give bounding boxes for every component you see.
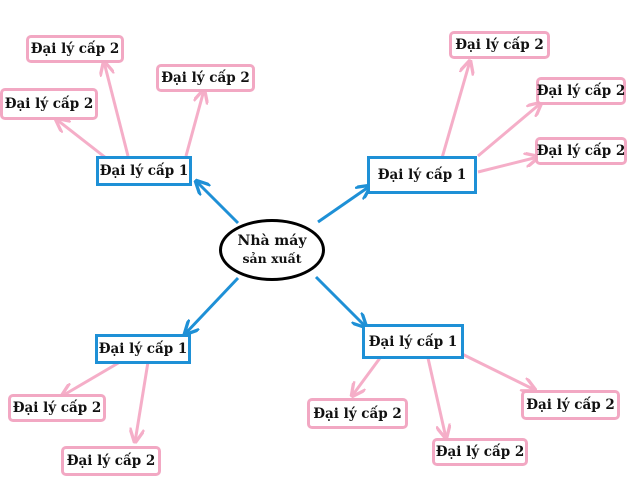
- arrow-br-to-br-2: [426, 357, 446, 438]
- arrow-bl-to-bl-1: [62, 360, 121, 396]
- arrow-tr-to-tr-1: [440, 61, 470, 159]
- factory-label-line1: Nhà máy: [237, 233, 307, 250]
- level1-agent-top-right: Đại lý cấp 1: [367, 156, 477, 194]
- level2-agent-br-2: Đại lý cấp 2: [432, 438, 528, 466]
- level2-agent-tl-1: Đại lý cấp 2: [26, 35, 124, 63]
- level1-agent-bottom-left: Đại lý cấp 1: [95, 334, 191, 364]
- level2-agent-bl-2: Đại lý cấp 2: [61, 446, 161, 476]
- level2-agent-tr-3: Đại lý cấp 2: [535, 137, 627, 165]
- level1-agent-top-left: Đại lý cấp 1: [96, 156, 192, 186]
- level2-agent-tr-1: Đại lý cấp 2: [449, 31, 550, 59]
- arrow-bl-to-bl-2: [135, 361, 150, 442]
- factory-label-line2: sản xuất: [242, 251, 302, 266]
- arrow-tl-to-tl-1: [104, 62, 130, 157]
- arrow-center-to-l1-bl: [185, 276, 240, 334]
- arrow-tr-to-tr-3: [477, 157, 538, 174]
- level2-agent-bl-1: Đại lý cấp 2: [8, 394, 106, 422]
- arrow-center-to-l1-tl: [196, 181, 240, 225]
- arrow-center-to-l1-br: [314, 275, 366, 327]
- arrow-center-to-l1-tr: [317, 186, 370, 224]
- factory-node: Nhà máy sản xuất: [219, 219, 325, 281]
- level1-agent-bottom-right: Đại lý cấp 1: [362, 324, 464, 359]
- arrow-br-to-br-1: [352, 357, 382, 396]
- level2-agent-br-1: Đại lý cấp 2: [307, 398, 408, 429]
- level2-agent-tr-2: Đại lý cấp 2: [536, 77, 626, 105]
- level2-agent-tl-2: Đại lý cấp 2: [0, 88, 98, 120]
- level2-agent-tl-3: Đại lý cấp 2: [156, 64, 255, 92]
- arrow-tl-to-tl-2: [56, 119, 107, 160]
- arrow-tr-to-tr-2: [477, 103, 541, 158]
- level2-agent-br-3: Đại lý cấp 2: [521, 390, 620, 420]
- arrow-tl-to-tl-3: [184, 90, 204, 157]
- arrow-br-to-br-3: [461, 352, 535, 390]
